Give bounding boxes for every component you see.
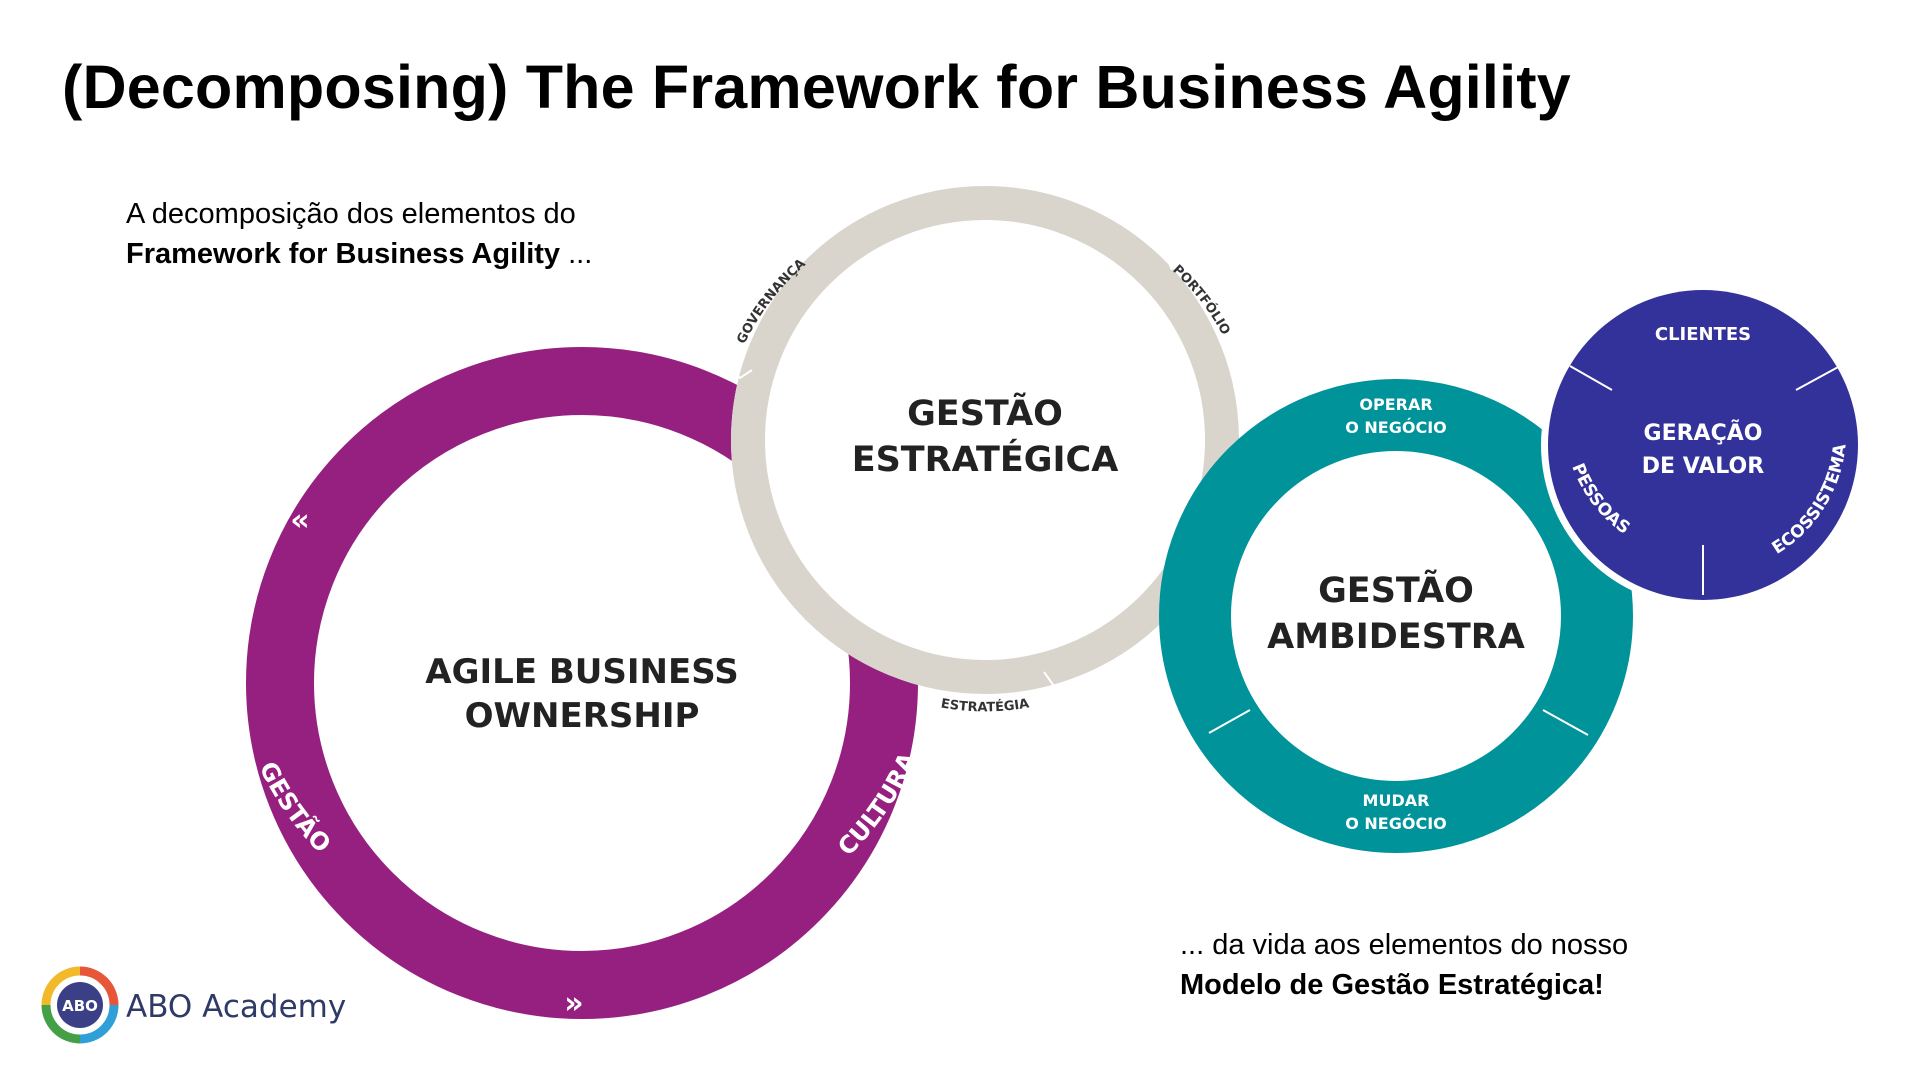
estrategica-title-line1: GESTÃO	[907, 392, 1063, 434]
ring-label-lideranca: LIDERANÇA	[514, 286, 677, 324]
chevron-left-double-icon: «	[290, 503, 309, 538]
chevron-down-icon	[727, 365, 753, 380]
ambidestra-ring	[1159, 379, 1633, 853]
estrategica-ring-outline	[731, 186, 1239, 694]
valor-disc-group: GERAÇÃO DE VALOR CLIENTES PESSOAS ECOSSI…	[1541, 283, 1865, 607]
ring-label-mudar-line2: O NEGÓCIO	[1345, 814, 1447, 833]
chevron-left-icon	[1164, 243, 1179, 271]
intro-line2-bold: Framework for Business Agility	[126, 238, 561, 270]
intro-line1: A decomposição dos elementos do	[126, 198, 576, 230]
outro-line2-bold: Modelo de Gestão Estratégica!	[1180, 969, 1604, 1001]
intro-line2: Framework for Business Agility ...	[126, 234, 592, 274]
ambidestra-divider-right	[1542, 709, 1589, 736]
valor-divider-right	[1795, 365, 1841, 391]
agile-title-line2: OWNERSHIP	[465, 696, 700, 736]
ring-label-estrategia: ESTRATÉGIA	[940, 696, 1031, 715]
ambidestra-divider-left	[1208, 709, 1251, 734]
ring-label-mudar-line1: MUDAR	[1363, 791, 1430, 810]
estrategica-title-line2: ESTRATÉGICA	[852, 438, 1119, 480]
agile-title-line1: AGILE BUSINESS	[425, 652, 738, 692]
ring-label-clientes: CLIENTES	[1655, 324, 1751, 345]
page-title: (Decomposing) The Framework for Business…	[62, 53, 1571, 121]
chevron-right-double-icon: »	[564, 986, 583, 1021]
valor-disc	[1548, 290, 1858, 600]
intro-line2-rest: ...	[560, 238, 593, 270]
outro-text: ... da vida aos elementos do nosso Model…	[1180, 925, 1628, 1005]
ambidestra-ring-group: GESTÃO AMBIDESTRA OPERAR O NEGÓCIO MUDAR…	[1159, 379, 1633, 853]
ring-label-operar-line1: OPERAR	[1359, 395, 1432, 414]
valor-title-line2: DE VALOR	[1642, 454, 1764, 479]
agile-ring	[246, 347, 918, 1019]
abo-academy-logo: ABO ABO Academy	[40, 965, 370, 1045]
ring-label-operar-line2: O NEGÓCIO	[1345, 418, 1447, 437]
abo-logo-text: ABO Academy	[126, 989, 347, 1025]
ambidestra-title-line2: AMBIDESTRA	[1267, 617, 1525, 657]
intro-text: A decomposição dos elementos do Framewor…	[126, 194, 592, 274]
outro-line1: ... da vida aos elementos do nosso	[1180, 929, 1629, 961]
abo-logo-icon: ABO	[41, 966, 119, 1044]
svg-text:ABO: ABO	[62, 997, 98, 1015]
valor-divider-left	[1569, 365, 1613, 391]
chevron-right-icon	[1043, 671, 1056, 701]
outro-line2: Modelo de Gestão Estratégica!	[1180, 965, 1628, 1005]
valor-title-line1: GERAÇÃO	[1644, 420, 1763, 446]
estrategica-ring	[731, 186, 1239, 694]
ambidestra-title-line1: GESTÃO	[1318, 569, 1474, 611]
